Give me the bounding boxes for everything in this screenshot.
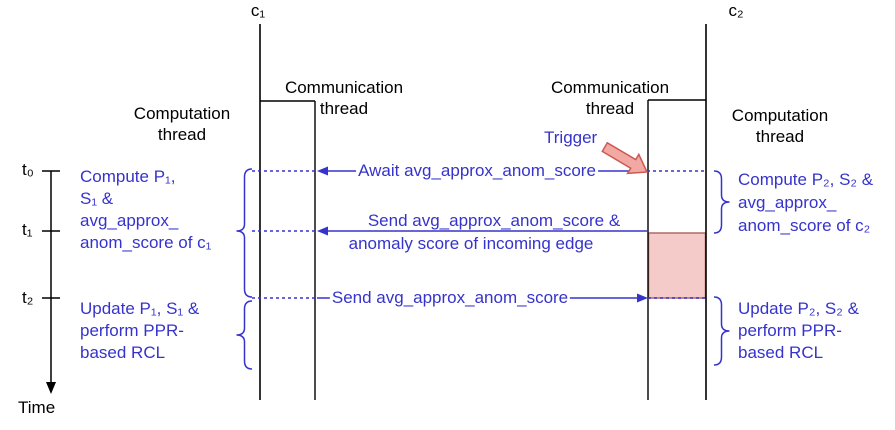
time-tick-label-t1: t₁ — [22, 220, 33, 239]
busy-block — [647, 232, 707, 299]
annotation-line: Compute P₁, — [80, 167, 176, 186]
trigger-label: Trigger — [544, 128, 598, 147]
thread-label-c1-computation: Computation thread — [133, 104, 231, 144]
annotation-line: anom_score of c₁ — [80, 233, 212, 252]
time-tick-label-t2: t₂ — [22, 288, 34, 307]
annotation-line: Compute P₂, S₂ & — [738, 170, 874, 189]
annotation-line: avg_approx_ — [738, 193, 837, 212]
c2-communication-box — [647, 99, 706, 400]
message-await-label: Await avg_approx_anom_score — [356, 161, 598, 180]
message-send-full-label-line1: Send avg_approx_anom_score & — [367, 211, 621, 230]
annotation-line: perform PPR- — [738, 321, 842, 340]
node-label-c1: c₁ — [250, 1, 266, 20]
c1-brace-update — [236, 300, 253, 370]
annotation-line: Update P₂, S₂ & — [738, 299, 859, 318]
time-tick-label-t0: t₀ — [22, 160, 34, 179]
annotation-line: based RCL — [80, 343, 166, 362]
c2-brace-update — [713, 296, 730, 366]
c1-update-annotation: Update P₁, S₁ & perform PPR- based RCL — [80, 298, 199, 364]
c1-communication-box — [260, 100, 316, 400]
c2-update-annotation: Update P₂, S₂ & perform PPR- based RCL — [738, 298, 859, 364]
c2-compute-annotation: Compute P₂, S₂ & avg_approx_ anom_score … — [738, 168, 873, 237]
annotation-line: avg_approx_ — [80, 211, 179, 230]
annotation-line: based RCL — [738, 343, 824, 362]
thread-label-c2-computation: Computation thread — [731, 106, 829, 146]
message-send-avg-label: Send avg_approx_anom_score — [329, 288, 571, 307]
c2-brace-compute — [713, 170, 730, 234]
thread-label-c2-communication: Communication thread — [550, 78, 670, 118]
thread-label-c1-communication: Communication thread — [284, 78, 404, 118]
time-ticks — [42, 170, 60, 299]
annotation-line: anom_score of c₂ — [738, 216, 871, 235]
annotation-line: S₁ & — [80, 189, 114, 208]
c1-brace-compute — [236, 168, 253, 298]
message-send-full-arrowhead — [317, 226, 328, 236]
node-label-c2: c₂ — [728, 1, 744, 20]
annotation-line: perform PPR- — [80, 321, 184, 340]
c1-compute-annotation: Compute P₁, S₁ & avg_approx_ anom_score … — [80, 166, 211, 254]
message-send-avg-arrowhead — [637, 293, 648, 303]
trigger-arrow-icon — [601, 141, 649, 175]
time-axis-arrowhead — [46, 382, 56, 394]
message-send-full-label-line2: anomaly score of incoming edge — [348, 234, 594, 253]
annotation-line: Update P₁, S₁ & — [80, 299, 200, 318]
time-axis-label: Time — [18, 398, 56, 417]
message-await-arrowhead — [317, 166, 328, 176]
